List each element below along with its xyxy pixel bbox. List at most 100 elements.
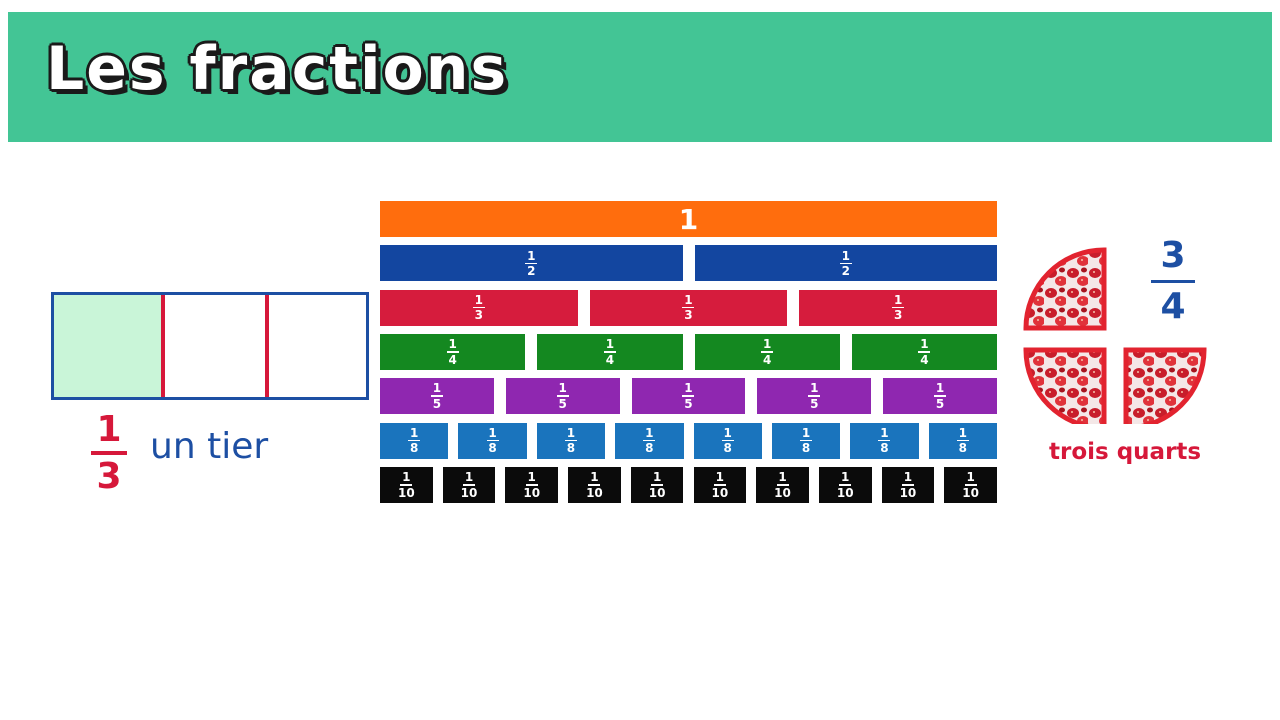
- piece-denominator: 10: [397, 485, 415, 500]
- one-third-fraction: 1 3: [88, 412, 130, 495]
- piece-fraction-line: [525, 484, 538, 486]
- piece-fraction-line: [839, 484, 852, 486]
- piece-denominator: 4: [920, 352, 929, 367]
- piece-numerator: 1: [652, 470, 662, 485]
- piece-fraction-line: [430, 395, 443, 397]
- piece-numerator: 1: [432, 381, 442, 396]
- piece-fraction-line: [964, 484, 977, 486]
- piece-fraction-line: [486, 439, 499, 442]
- piece-numerator: 1: [935, 381, 945, 396]
- piece-numerator: 1: [474, 292, 483, 307]
- piece-denominator: 4: [448, 352, 457, 367]
- piece-fraction-line: [761, 351, 774, 353]
- piece-fraction-line: [934, 395, 947, 397]
- piece-numerator: 1: [590, 470, 599, 485]
- whole-label: 1: [678, 202, 699, 236]
- piece-denominator: 3: [893, 308, 903, 323]
- piece-numerator: 1: [410, 425, 419, 440]
- piece-fraction-line: [776, 484, 789, 486]
- piece-fraction-line: [892, 306, 905, 309]
- piece-denominator: 2: [527, 264, 536, 279]
- fraction-line: [91, 451, 127, 455]
- piece-denominator: 10: [523, 485, 541, 500]
- piece-numerator: 1: [566, 425, 576, 440]
- piece-fraction-line: [682, 395, 695, 397]
- piece-denominator: 10: [962, 485, 979, 500]
- piece-denominator: 2: [841, 264, 850, 279]
- piece-fraction-line: [839, 262, 852, 265]
- piece-denominator: 4: [605, 352, 615, 367]
- piece-denominator: 10: [586, 485, 603, 500]
- piece-fraction-line: [682, 306, 695, 309]
- piece-numerator: 1: [893, 292, 903, 307]
- fraction-denominator: 3: [96, 456, 122, 497]
- page-title: Les fractions: [46, 34, 509, 104]
- piece-numerator: 1: [801, 425, 811, 440]
- piece-fraction-line: [472, 306, 485, 309]
- piece-fraction-line: [564, 439, 577, 442]
- pie-quarter-bottom-right: [1123, 347, 1207, 424]
- piece-fraction-line: [878, 439, 891, 442]
- piece-denominator: 10: [460, 485, 478, 500]
- three-quarters-fraction: 3 4: [1150, 238, 1196, 325]
- piece-numerator: 1: [762, 337, 772, 352]
- bar-divider-1: [161, 295, 165, 397]
- piece-fraction-line: [918, 351, 931, 353]
- fraction-line: [1151, 280, 1195, 283]
- piece-fraction-line: [808, 395, 821, 397]
- three-quarters-caption: trois quarts: [1049, 439, 1202, 465]
- piece-denominator: 10: [774, 485, 791, 500]
- piece-denominator: 4: [762, 352, 772, 367]
- piece-numerator: 1: [723, 425, 732, 440]
- piece-fraction-line: [408, 439, 421, 442]
- piece-denominator: 8: [488, 441, 497, 456]
- piece-denominator: 8: [410, 441, 419, 456]
- piece-denominator: 8: [566, 441, 576, 456]
- piece-numerator: 1: [558, 381, 567, 396]
- piece-fraction-line: [901, 484, 914, 486]
- piece-denominator: 10: [711, 485, 729, 500]
- piece-numerator: 1: [605, 337, 615, 352]
- piece-denominator: 5: [810, 396, 819, 411]
- piece-numerator: 1: [841, 470, 850, 485]
- strawberry-pie-icon: [1023, 247, 1207, 424]
- piece-denominator: 8: [723, 441, 732, 456]
